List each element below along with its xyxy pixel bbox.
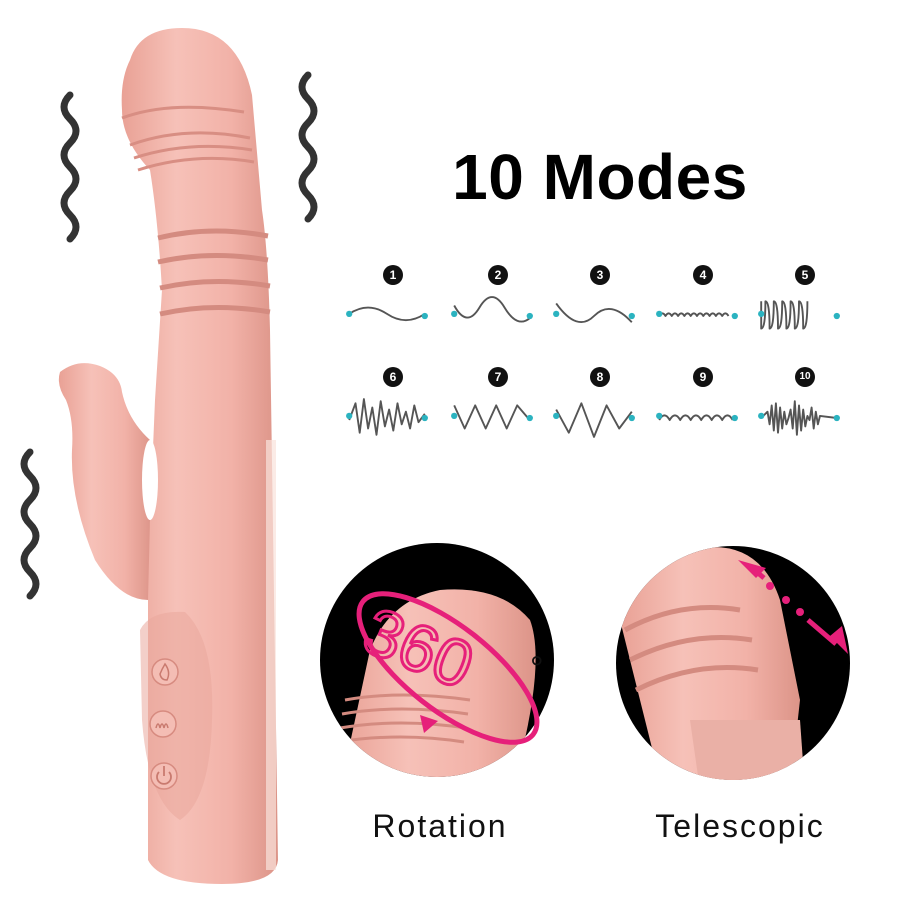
mode-item-9: 9 [655,367,751,455]
soft-ripple-icon [656,412,738,422]
mode-item-7: 7 [450,367,546,455]
mode-item-8: 8 [552,367,648,455]
mode-number-badge: 4 [693,265,713,285]
mode-number-badge: 5 [795,265,815,285]
dense-spring-icon [758,300,840,330]
mode-item-5: 5 [757,265,853,353]
mode-item-10: 10 [757,367,853,455]
sharp-zigzag-icon [553,402,635,438]
mode-item-1: 1 [345,265,441,353]
vibration-mark-icon [20,71,318,600]
mode-number-badge: 3 [590,265,610,285]
flame-button-icon[interactable] [151,658,179,686]
slow-wave-icon [553,302,635,324]
mode-number-badge: 10 [795,367,815,387]
deep-wave-icon [451,296,533,323]
gentle-wave-icon [346,306,428,322]
device-arm [58,363,158,600]
telescopic-label: Telescopic [655,808,825,844]
mode-item-3: 3 [552,265,648,353]
mode-number-badge: 2 [488,265,508,285]
pulse-burst-icon [758,400,840,436]
mode-number-badge: 6 [383,367,403,387]
mode-item-4: 4 [655,265,751,353]
zigzag-icon [451,404,533,430]
double-arrow-icon [738,560,848,654]
mode-number-badge: 1 [383,265,403,285]
mode-number-badge: 8 [590,367,610,387]
mode-number-badge: 9 [693,367,713,387]
fine-ripple-icon [656,310,738,320]
rotation-feature-circle [320,543,554,777]
mode-item-2: 2 [450,265,546,353]
degree-symbol: ° [530,650,544,688]
spike-burst-icon [346,398,428,436]
rotation-label: Rotation [372,808,508,844]
telescopic-feature-circle [616,546,850,780]
mode-number-badge: 7 [488,367,508,387]
control-panel [140,611,213,820]
page-title: 10 Modes [452,141,748,213]
mode-item-6: 6 [345,367,441,455]
